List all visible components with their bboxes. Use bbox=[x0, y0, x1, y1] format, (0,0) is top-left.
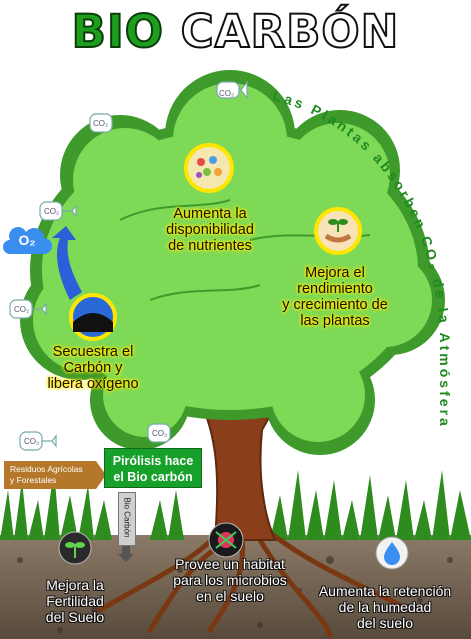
biochar-vertical-label: Bio Carbón bbox=[118, 492, 136, 546]
co2-cloud-label: CO₂ bbox=[93, 119, 108, 128]
microbe-icon bbox=[208, 522, 244, 558]
water-drop-icon bbox=[375, 536, 409, 570]
nutrients-icon bbox=[184, 143, 234, 193]
co2-cloud-label: CO₂ bbox=[24, 437, 39, 446]
down-arrow bbox=[118, 544, 134, 562]
o2-label: O₂ bbox=[18, 232, 36, 248]
co2-cloud-label: CO₂ bbox=[219, 89, 234, 98]
biochar-pile-icon bbox=[69, 293, 117, 341]
co2-cloud-label: CO₂ bbox=[152, 429, 167, 438]
o2-cloud bbox=[3, 227, 52, 254]
seedling-hand-icon bbox=[314, 207, 362, 255]
residues-arrow bbox=[4, 461, 106, 489]
co2-cloud-icons bbox=[9, 80, 248, 451]
sprout-icon bbox=[58, 531, 92, 565]
co2-cloud-label: CO₂ bbox=[14, 305, 29, 314]
co2-cloud-label: CO₂ bbox=[44, 207, 59, 216]
tree-canopy bbox=[20, 70, 445, 455]
oxygen-arrow bbox=[52, 226, 82, 300]
page-title: BIO CARBÓN bbox=[71, 5, 400, 59]
